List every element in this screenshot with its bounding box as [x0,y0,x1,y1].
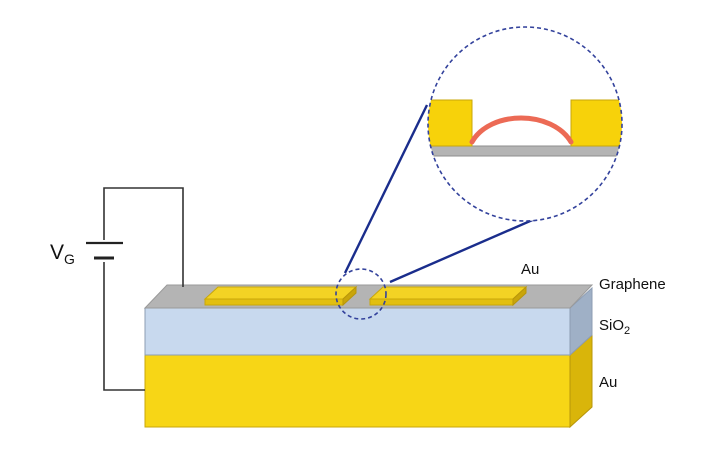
inset-electrode-left [428,99,473,147]
inset-electrode-right [570,99,622,147]
oxide-front [144,307,571,356]
top-electrode-left [203,285,358,307]
bottom-gold-front [144,354,571,428]
magnified-inset [427,26,623,222]
circuit-wire-top [103,187,184,287]
gate-voltage-label: VG [50,241,75,267]
circuit-wire-bottom [103,262,145,391]
inset-circle-border [427,26,623,222]
battery-symbol [86,241,123,260]
oxide-side [569,286,593,357]
oxide-layer [144,286,593,357]
top-electrode-label: Au [521,261,539,278]
graphene-label: Graphene [599,276,666,293]
oxide-label: SiO2 [599,317,630,337]
gap-marker-circle [335,268,387,320]
gate-circuit [103,187,184,391]
bottom-electrode-label: Au [599,374,617,391]
suspended-graphene-arc [469,115,574,145]
inset-substrate [428,145,622,157]
top-electrode-right [368,285,528,307]
callout-line-left [343,104,429,274]
bottom-gold-layer [144,333,593,429]
